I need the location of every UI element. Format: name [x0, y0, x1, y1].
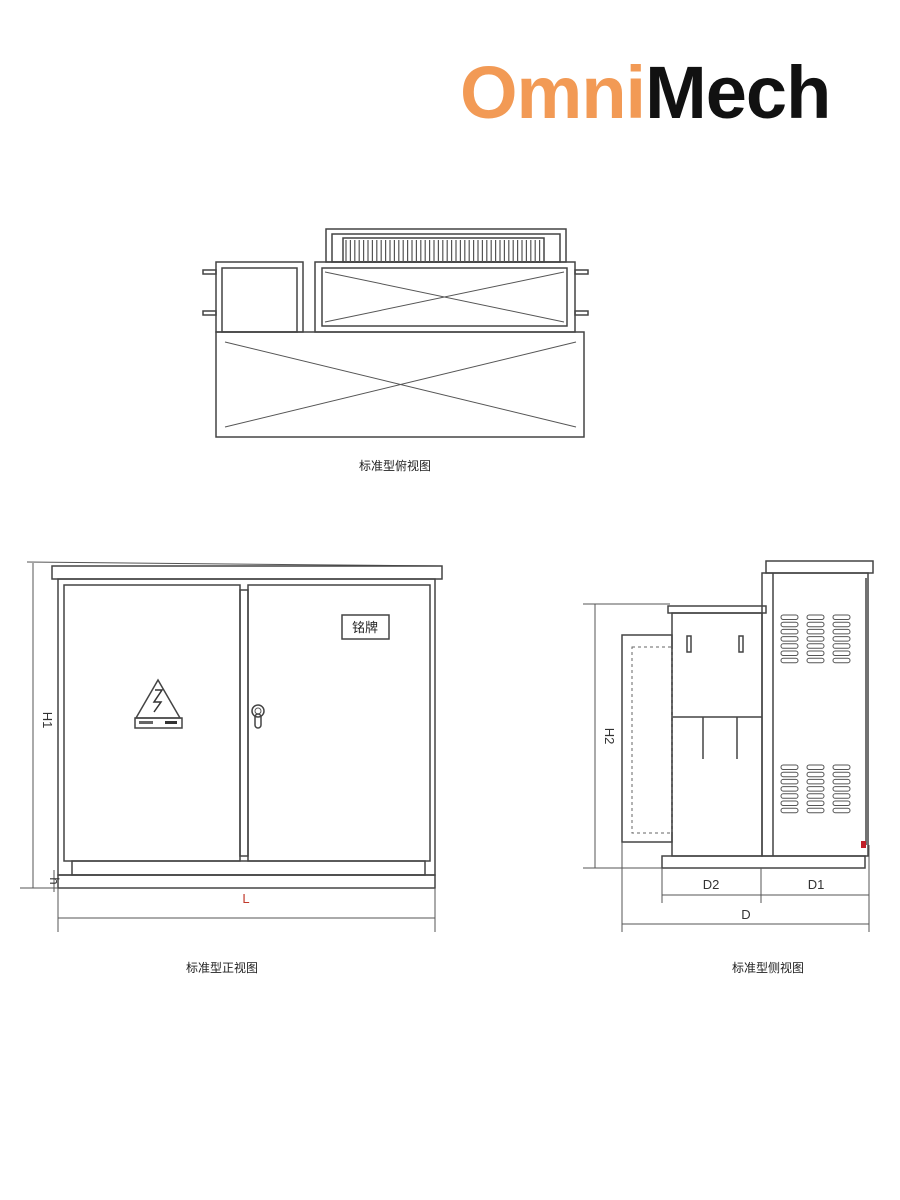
- vent-slot: [780, 771, 799, 778]
- vent-slot: [806, 807, 825, 814]
- vent-slot: [806, 621, 825, 628]
- vent-slot: [806, 800, 825, 806]
- logo-part2: Mech: [645, 51, 831, 134]
- vent-slot: [832, 614, 851, 620]
- nameplate-text: 铭牌: [352, 620, 378, 636]
- omnimech-logo: OmniMech: [460, 56, 831, 130]
- vent-slot: [780, 650, 799, 656]
- vent-slot: [832, 793, 851, 799]
- vent-slot: [832, 643, 851, 649]
- vent-slot: [806, 771, 825, 778]
- vent-slot: [806, 764, 825, 770]
- side-view: H2 D2 D1 D 标准型侧视图: [583, 560, 874, 975]
- vent-slot: [832, 807, 851, 814]
- front-view: 铭牌 H1 h L 标准型正视图: [20, 561, 443, 975]
- vent-slot: [806, 793, 825, 799]
- vent-slot: [832, 657, 851, 664]
- top-grille: [342, 237, 545, 263]
- vent-slot: [832, 778, 851, 785]
- vent-slot: [806, 778, 825, 785]
- dim-d: D: [741, 907, 750, 922]
- dim-h1: H1: [40, 712, 55, 729]
- vent-slot: [806, 636, 825, 642]
- dim-h: h: [47, 877, 62, 884]
- vent-slot: [780, 778, 799, 785]
- vent-slot: [780, 800, 799, 806]
- vent-slot: [780, 614, 799, 620]
- front-view-caption: 标准型正视图: [186, 960, 258, 975]
- vent-slot: [780, 643, 799, 649]
- vent-slot: [780, 657, 799, 664]
- vent-slot: [832, 800, 851, 806]
- vent-slot: [832, 764, 851, 770]
- vent-slot: [832, 636, 851, 642]
- vent-slot: [832, 628, 851, 635]
- dim-d1: D1: [808, 877, 825, 892]
- side-view-caption: 标准型侧视图: [732, 960, 804, 975]
- vent-slot: [832, 621, 851, 628]
- top-view: 标准型俯视图: [202, 228, 589, 473]
- vent-slot: [780, 786, 799, 792]
- nameplate: 铭牌: [341, 614, 390, 640]
- vent-slot: [832, 771, 851, 778]
- vent-slot: [806, 628, 825, 635]
- vent-slots: [780, 614, 851, 814]
- dim-l: L: [242, 891, 249, 906]
- vent-slot: [806, 657, 825, 664]
- vent-slot: [780, 764, 799, 770]
- vent-slot: [832, 650, 851, 656]
- top-view-caption: 标准型俯视图: [359, 458, 431, 473]
- vent-slot: [806, 650, 825, 656]
- vent-slot: [780, 628, 799, 635]
- vent-slot: [806, 614, 825, 620]
- vent-slot: [806, 786, 825, 792]
- dim-h2: H2: [602, 728, 617, 745]
- vent-slot: [832, 786, 851, 792]
- vent-slot: [780, 807, 799, 814]
- high-voltage-warning-icon: [134, 678, 183, 729]
- logo-part1: Omni: [460, 51, 646, 134]
- vent-slot: [780, 636, 799, 642]
- door-handle-icon: [251, 704, 265, 729]
- vent-slot: [806, 643, 825, 649]
- dim-d2: D2: [703, 877, 720, 892]
- vent-slot: [780, 793, 799, 799]
- vent-slot: [780, 621, 799, 628]
